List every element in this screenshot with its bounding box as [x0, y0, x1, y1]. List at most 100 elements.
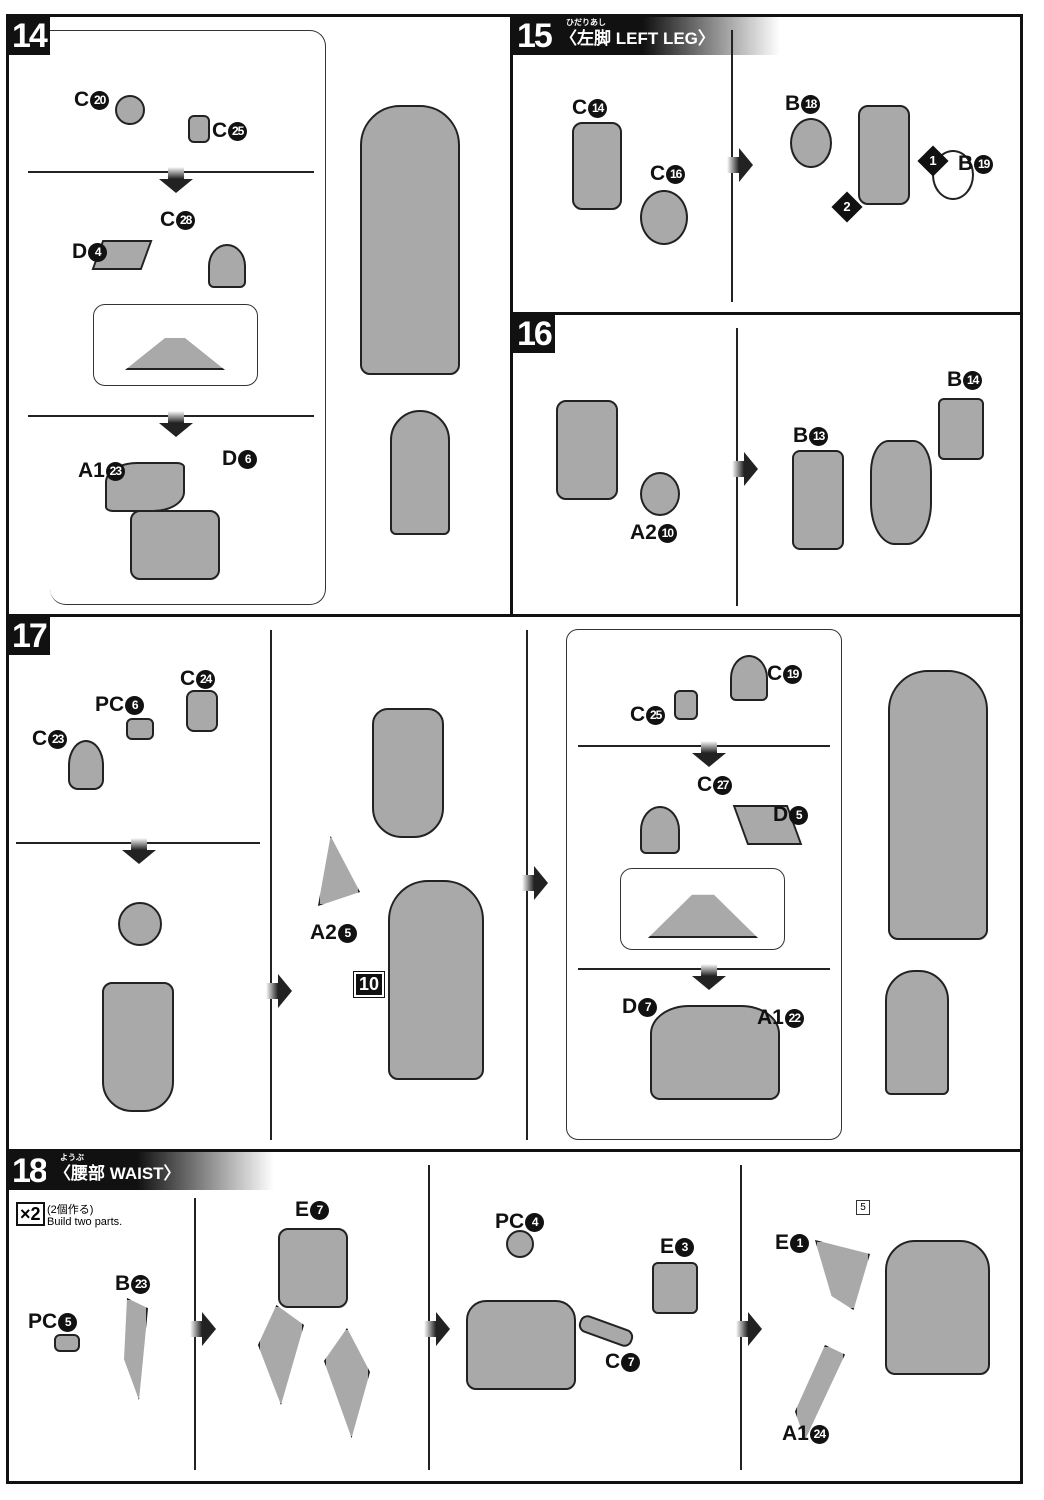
right-arrow-icon [424, 1312, 450, 1346]
right-arrow-icon [266, 974, 292, 1008]
part-illustration [186, 690, 218, 732]
part-illustration [674, 690, 698, 720]
part-illustration [640, 806, 680, 854]
step-title-banner: ひだりあし 〈左脚 LEFT LEG〉 [552, 17, 780, 55]
down-arrow-icon [122, 838, 156, 864]
part-illustration [792, 450, 844, 550]
part-illustration [278, 1228, 348, 1308]
part-illustration [938, 398, 984, 460]
part-illustration [466, 1300, 576, 1390]
down-arrow-icon [159, 411, 193, 437]
note-japanese: (2個作る) [47, 1204, 94, 1216]
ruby-text: ひだりあし [566, 18, 606, 27]
part-illustration [640, 190, 688, 245]
right-arrow-icon [522, 866, 548, 900]
leg-illustration [390, 410, 450, 535]
part-illustration [870, 440, 932, 545]
step-number: 18 [8, 1152, 50, 1190]
note-english: Build two parts. [47, 1216, 123, 1228]
part-illustration [650, 1005, 780, 1100]
right-arrow-icon [736, 1312, 762, 1346]
part-illustration [54, 1334, 80, 1352]
right-arrow-icon [190, 1312, 216, 1346]
part-illustration [188, 115, 210, 143]
right-arrow-icon [727, 148, 753, 182]
sticker-number: 5 [856, 1200, 870, 1215]
step-number: 14 [8, 17, 50, 55]
part-illustration [118, 902, 162, 946]
part-illustration [885, 1240, 990, 1375]
part-illustration [102, 982, 174, 1112]
step-title: 〈腰部 WAIST〉 [54, 1164, 181, 1183]
sub-assembly-box [50, 30, 326, 605]
part-illustration [790, 118, 832, 168]
part-illustration [126, 718, 154, 740]
part-illustration [208, 244, 246, 288]
divider [740, 1165, 742, 1470]
step-title: 〈左脚 LEFT LEG〉 [560, 29, 715, 48]
step-number: 16 [513, 315, 555, 353]
build-note: (2個作る) Build two parts. [47, 1204, 122, 1228]
part-illustration [130, 510, 220, 580]
down-arrow-icon [692, 964, 726, 990]
part-illustration [115, 95, 145, 125]
step-18-panel [6, 1149, 1023, 1484]
part-illustration [572, 122, 622, 210]
detail-view-box [93, 304, 258, 386]
step-title-banner: ようぶ 〈腰部 WAIST〉 [46, 1152, 274, 1190]
part-illustration [372, 708, 444, 838]
part-illustration [652, 1262, 698, 1314]
down-arrow-icon [692, 741, 726, 767]
divider [428, 1165, 430, 1470]
leg-illustration [360, 105, 460, 375]
part-illustration [730, 655, 768, 701]
step-number: 17 [8, 617, 50, 655]
step-reference-box: 10 [352, 971, 386, 998]
part-illustration [68, 740, 104, 790]
order-marker: 2 [831, 191, 863, 223]
leg-illustration [888, 670, 988, 940]
part-illustration [388, 880, 484, 1080]
divider [270, 630, 272, 1140]
step-number: 15 [513, 17, 555, 55]
part-illustration [506, 1230, 534, 1258]
sub-assembly-box [566, 629, 842, 1140]
part-illustration [105, 462, 185, 512]
part-illustration [640, 472, 680, 516]
part-illustration [858, 105, 910, 205]
leg-illustration [885, 970, 949, 1095]
multiplier-badge: ×2 [16, 1202, 45, 1226]
detail-view-box [620, 868, 785, 950]
order-marker: 1 [917, 145, 949, 177]
right-arrow-icon [732, 452, 758, 486]
